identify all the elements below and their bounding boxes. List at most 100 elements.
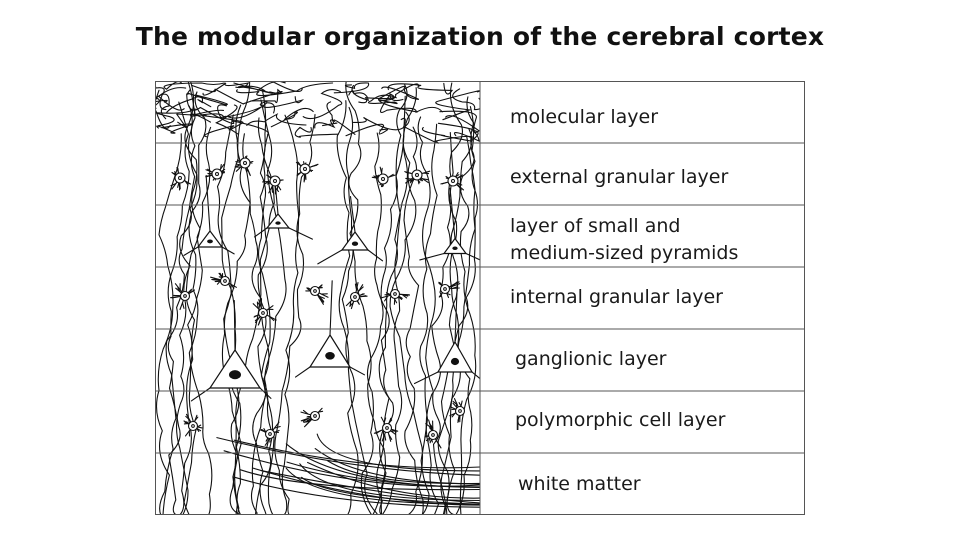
vertical-fiber: [336, 100, 381, 515]
basal-dendrite: [221, 246, 235, 255]
dendrite: [181, 302, 185, 309]
vertical-fiber: [455, 135, 476, 515]
basal-dendrite: [413, 371, 439, 385]
molecular-fiber: [333, 82, 370, 94]
molecular-fiber: [345, 123, 389, 137]
vertical-fiber: [221, 104, 251, 515]
molecular-fiber: [155, 87, 187, 108]
dendrite: [358, 286, 364, 292]
dendrite: [384, 295, 389, 302]
dendrite: [235, 163, 241, 166]
dendrite: [184, 180, 189, 186]
cell-nucleus: [268, 432, 272, 436]
molecular-fiber: [294, 126, 339, 138]
apical-dendrite: [329, 280, 333, 336]
cell-nucleus: [443, 287, 447, 291]
cell-body: [179, 290, 191, 302]
dendrite: [394, 298, 398, 304]
white-matter-fiber: [239, 469, 480, 491]
dendrite: [405, 177, 412, 180]
vertical-fiber: [459, 106, 477, 515]
vertical-fiber: [159, 81, 196, 515]
dendrite: [441, 181, 448, 185]
cell-body: [239, 157, 251, 169]
dendrite: [269, 315, 275, 322]
dendrite: [458, 402, 462, 407]
dendrite: [451, 412, 456, 418]
dendrite: [384, 434, 387, 441]
vertical-fiber: [417, 116, 448, 515]
dendrite: [310, 164, 318, 168]
dendrite: [302, 409, 309, 415]
dendrite: [349, 302, 354, 307]
cell-nucleus: [183, 294, 187, 298]
molecular-fiber: [186, 93, 269, 136]
white-matter-fiber: [260, 470, 480, 504]
molecular-fiber: [189, 104, 238, 123]
molecular-fiber: [314, 119, 356, 135]
cell-nucleus: [303, 167, 307, 171]
cell-nucleus: [243, 161, 247, 165]
basal-dendrite: [288, 227, 313, 240]
molecular-fiber: [155, 96, 168, 109]
molecular-fiber: [233, 82, 273, 94]
label-small-medium-pyramids-line1: layer of small and: [510, 215, 681, 237]
dendrite: [306, 418, 312, 422]
vertical-fiber: [389, 135, 424, 515]
white-matter-fiber: [301, 476, 480, 505]
basal-dendrite: [190, 387, 211, 402]
dendrite: [304, 420, 312, 423]
neuron-illustration: [155, 81, 480, 515]
dendrite: [189, 290, 195, 294]
vertical-fiber: [179, 81, 201, 515]
vertical-fiber: [437, 82, 464, 515]
dendrite: [213, 277, 220, 281]
cell-nucleus: [452, 246, 458, 251]
apical-dendrite: [205, 174, 211, 232]
white-matter-fiber: [216, 437, 480, 476]
cell-body: [264, 428, 276, 440]
dendrite: [206, 174, 212, 177]
vertical-fiber: [257, 132, 279, 515]
pyramidal-cell: [442, 237, 468, 255]
label-small-medium-pyramids-line2: medium-sized pyramids: [510, 242, 739, 264]
white-matter-fiber: [327, 460, 480, 485]
label-white-matter: white matter: [518, 473, 641, 495]
molecular-fiber: [403, 111, 473, 144]
cell-nucleus: [229, 370, 241, 380]
molecular-fiber: [250, 88, 281, 104]
vertical-fiber: [425, 132, 454, 515]
dendrite: [409, 178, 415, 182]
dendrite: [375, 430, 382, 435]
cell-body: [174, 172, 186, 184]
dendrite: [385, 292, 391, 295]
cell-nucleus: [351, 241, 359, 246]
molecular-fiber: [202, 115, 244, 138]
basal-dendrite: [259, 387, 272, 399]
cell-body: [219, 275, 231, 287]
dendrite: [254, 317, 260, 322]
dendrite: [318, 295, 325, 299]
dendrite: [422, 178, 429, 181]
dendrite: [360, 295, 367, 298]
cell-body: [309, 285, 321, 297]
dendrite: [273, 425, 281, 429]
molecular-fiber: [257, 81, 303, 93]
cell-body: [389, 288, 401, 300]
dendrite: [388, 434, 393, 440]
molecular-fiber: [302, 89, 343, 120]
cell-body: [349, 291, 361, 303]
apical-dendrite: [274, 182, 279, 215]
cell-body: [439, 283, 451, 295]
dendrite: [177, 167, 179, 174]
cell-nucleus: [178, 176, 182, 180]
pyramidal-cell: [265, 213, 291, 229]
molecular-fiber: [163, 81, 225, 90]
cell-nucleus: [313, 289, 317, 293]
cell-body: [309, 410, 321, 422]
molecular-fiber: [378, 85, 420, 100]
molecular-fiber: [367, 94, 398, 105]
vertical-fiber: [419, 123, 438, 515]
cell-nucleus: [273, 179, 277, 183]
basal-dendrite: [183, 246, 199, 256]
